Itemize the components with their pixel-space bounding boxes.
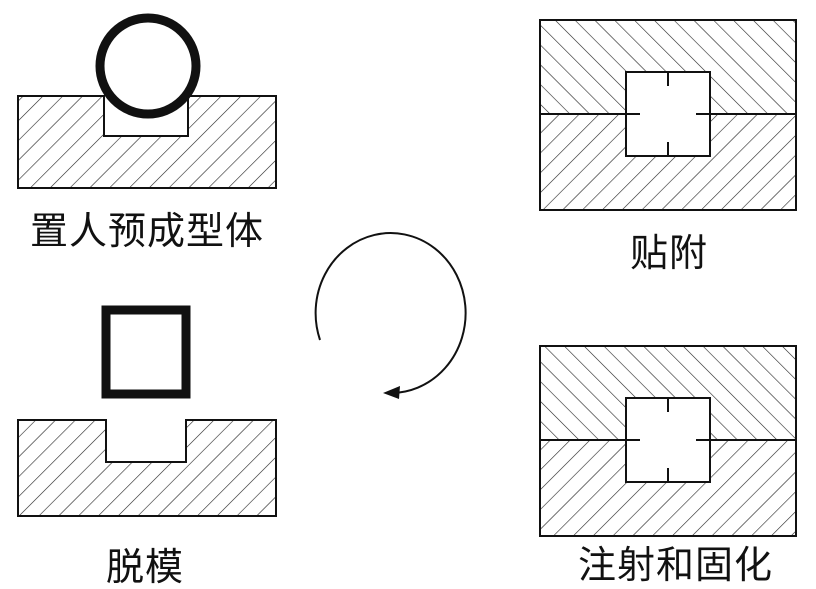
label-inject-and-cure: 注射和固化	[578, 543, 774, 587]
preform-marks	[626, 72, 710, 156]
step-inject-figure	[539, 345, 797, 537]
preform-marks	[626, 398, 710, 482]
cycle-arrow-icon	[314, 232, 467, 399]
lower-mold-half	[17, 419, 277, 517]
label-insert-preform: 置人预成型体	[30, 209, 265, 253]
step-demold-figure	[17, 305, 277, 517]
step-insert-figure	[17, 13, 277, 189]
finished-part	[101, 305, 191, 399]
step-attach-figure	[539, 19, 797, 211]
label-attach: 贴附	[630, 231, 709, 275]
label-demold: 脱模	[106, 545, 185, 589]
preform-ring	[95, 13, 201, 119]
lower-mold-half	[539, 439, 797, 537]
